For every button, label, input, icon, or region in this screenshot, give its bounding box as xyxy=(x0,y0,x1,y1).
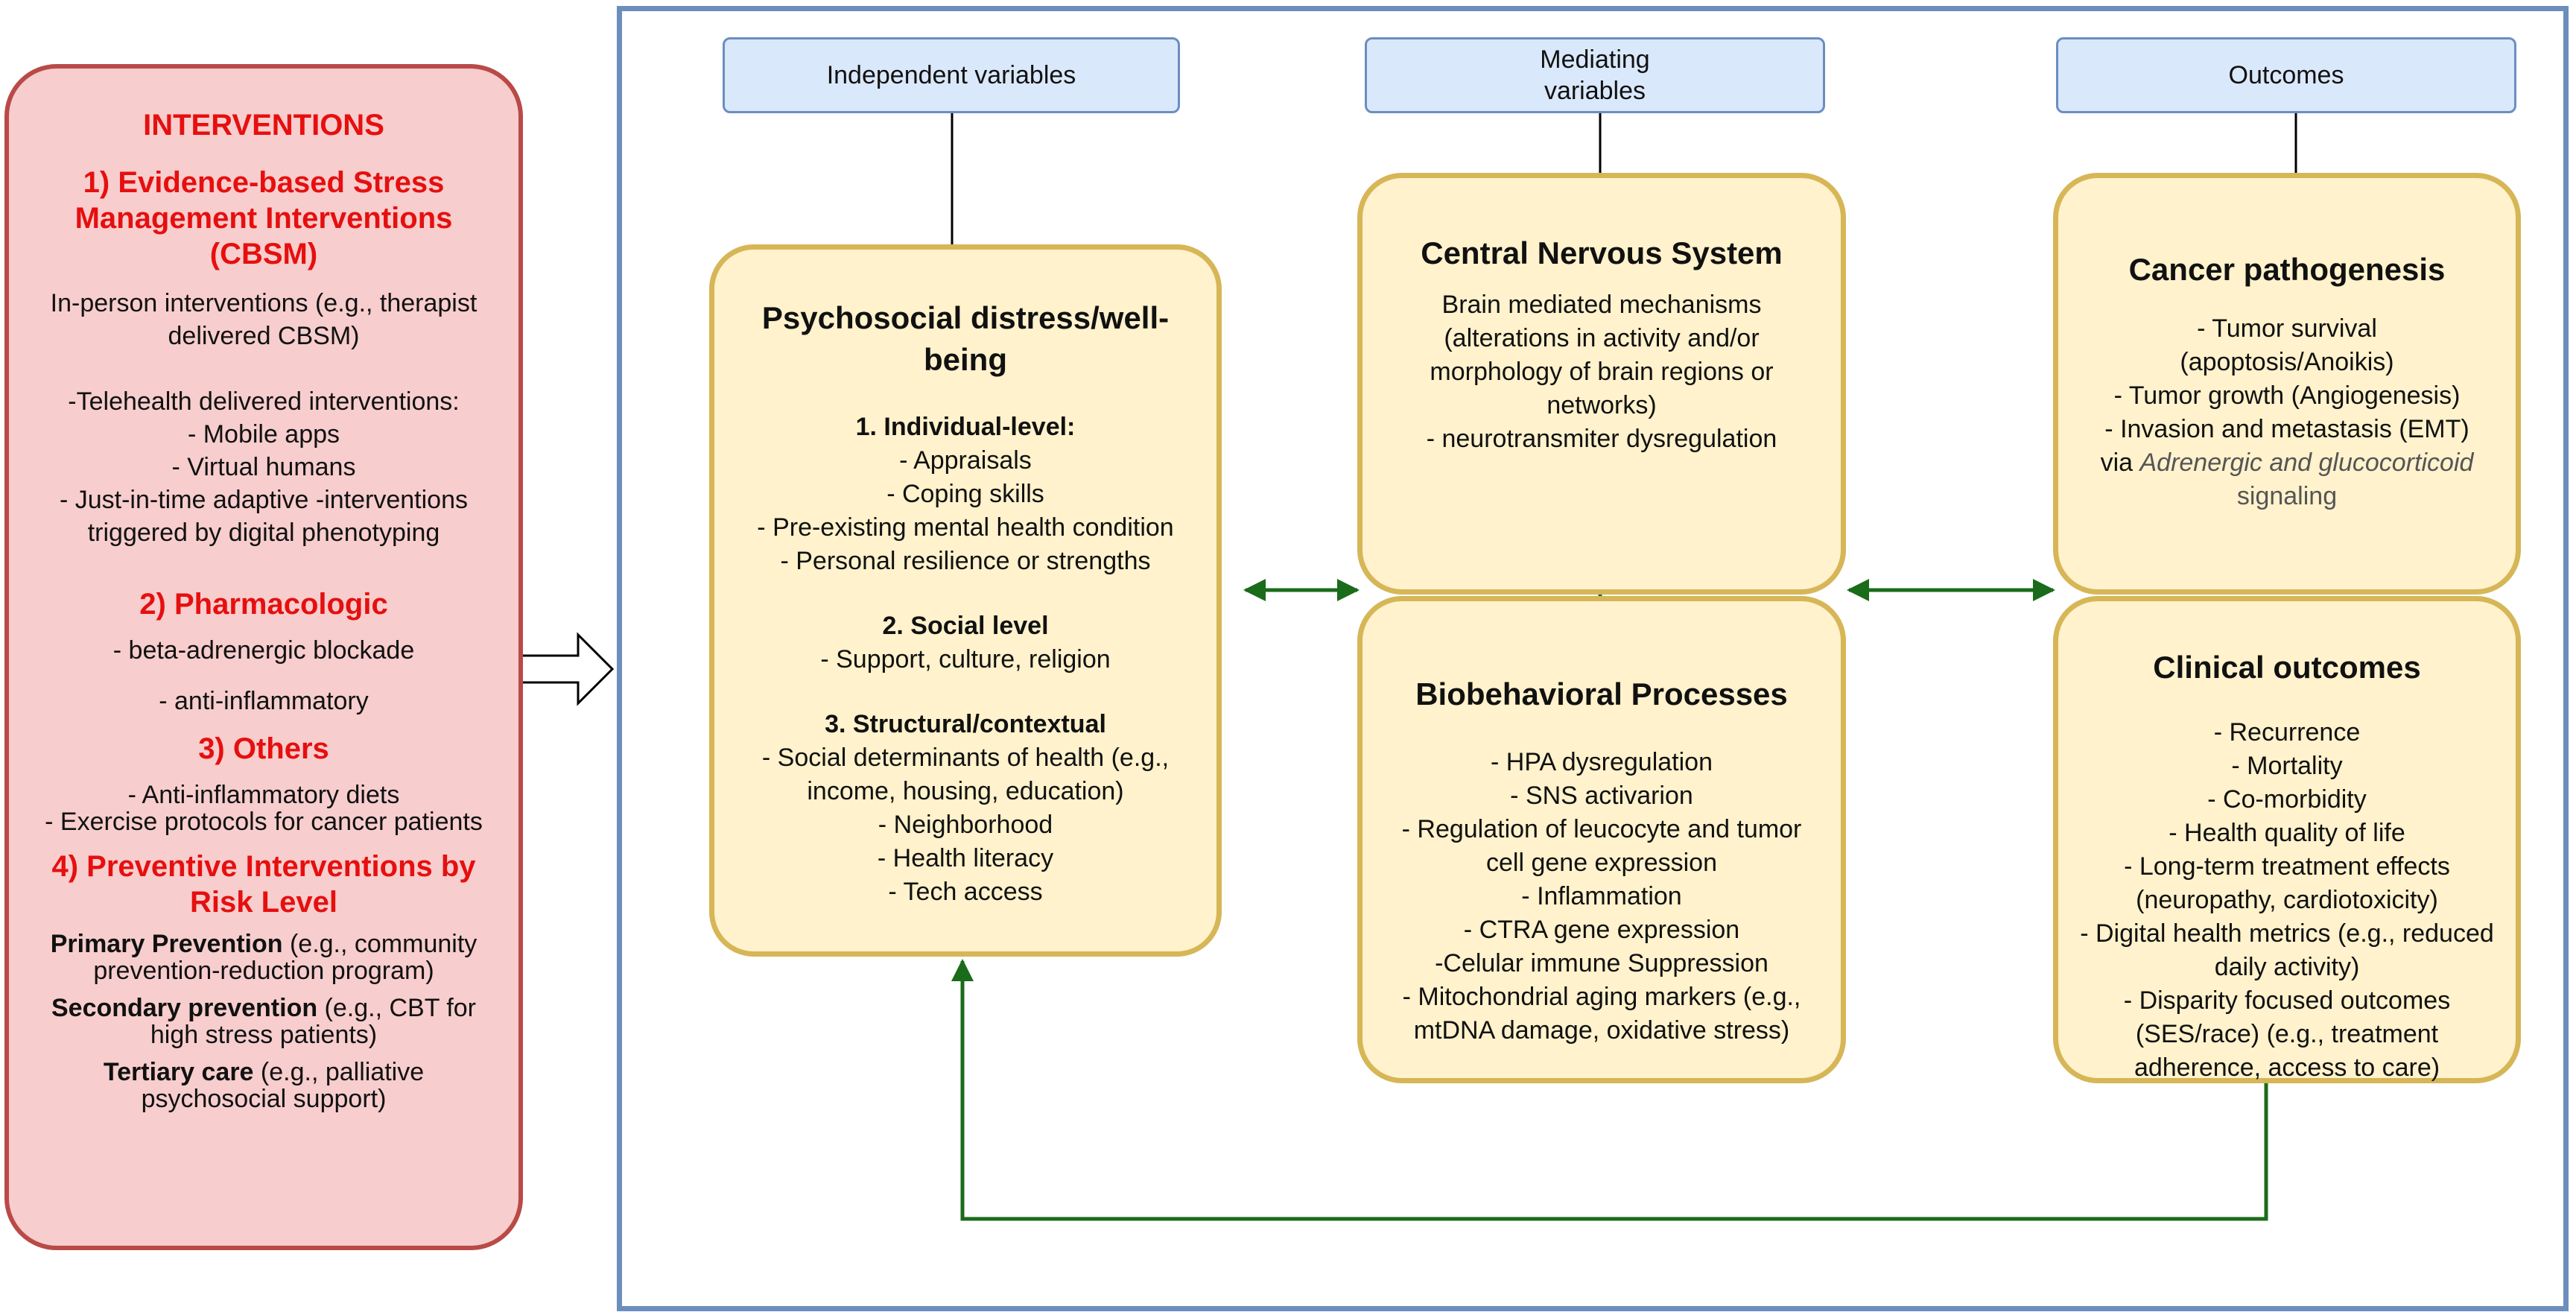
secondary-prevention-item-cont: high stress patients) xyxy=(150,1021,378,1049)
list-item: - Health quality of life xyxy=(2169,819,2405,847)
feedback-loop-arrow xyxy=(951,959,2268,1221)
list-item: via Adrenergic and glucocorticoid xyxy=(2100,449,2474,477)
list-spacer xyxy=(30,352,498,385)
list-item: - Neighborhood xyxy=(878,811,1053,839)
list-item: - Health literacy xyxy=(877,844,1054,872)
list-item: - Tumor survival xyxy=(2197,314,2377,343)
social-heading: 2. Social level xyxy=(882,612,1049,640)
list-item: - Appraisals xyxy=(899,446,1032,475)
structural-heading: 3. Structural/contextual xyxy=(825,710,1106,738)
list-item: - Long-term treatment effects xyxy=(2124,852,2450,881)
list-item: income, housing, education) xyxy=(807,777,1124,805)
list-item: - HPA dysregulation xyxy=(1491,748,1713,776)
list-item: triggered by digital phenotyping xyxy=(87,519,440,547)
list-item: - SNS activarion xyxy=(1510,782,1693,810)
list-item: - Tumor growth (Angiogenesis) xyxy=(2113,381,2461,410)
header-independent-variables: Independent variables xyxy=(723,37,1180,113)
interventions-arrow xyxy=(520,632,615,706)
list-item: - Just-in-time adaptive -interventions xyxy=(59,486,468,514)
pharmacologic-heading: 2) Pharmacologic xyxy=(139,588,388,621)
list-item: signaling xyxy=(2236,482,2338,510)
list-item: daily activity) xyxy=(2214,953,2360,981)
list-item: delivered CBSM) xyxy=(168,322,360,350)
cns-box: Central Nervous System Brain mediated me… xyxy=(1357,173,1846,595)
list-item: - Mobile apps xyxy=(187,420,340,449)
list-item: - CTRA gene expression xyxy=(1463,916,1740,944)
clinical-title: Clinical outcomes xyxy=(2153,650,2421,685)
biobehavioral-box: Biobehavioral Processes - HPA dysregulat… xyxy=(1357,596,1846,1083)
list-item: (SES/race) (e.g., treatment xyxy=(2135,1020,2439,1048)
list-item: - Social determinants of health (e.g., xyxy=(761,744,1170,772)
clinical-outcomes-box: Clinical outcomes - Recurrence - Mortali… xyxy=(2053,596,2521,1083)
list-item: - Inflammation xyxy=(1521,882,1682,910)
list-item: mtDNA damage, oxidative stress) xyxy=(1413,1016,1790,1045)
list-item: - Digital health metrics (e.g., reduced xyxy=(2080,919,2494,948)
psychosocial-title: Psychosocial distress/well- being xyxy=(761,300,1170,377)
list-item: - Support, culture, religion xyxy=(820,645,1111,674)
list-item: - Exercise protocols for cancer patients xyxy=(45,808,483,836)
list-item: networks) xyxy=(1546,391,1657,419)
secondary-prevention-item: Secondary prevention (e.g., CBT for xyxy=(51,994,476,1022)
list-item: - Coping skills xyxy=(886,480,1044,508)
list-item: In-person interventions (e.g., therapist xyxy=(50,289,478,317)
primary-prevention-item-cont: prevention-reduction program) xyxy=(93,957,434,985)
list-item: Brain mediated mechanisms xyxy=(1441,291,1762,319)
tertiary-care-item: Tertiary care (e.g., palliative xyxy=(103,1058,425,1086)
list-item: - Co-morbidity xyxy=(2207,785,2367,814)
list-item: - Mortality xyxy=(2231,752,2343,780)
psychosocial-box: Psychosocial distress/well- being 1. Ind… xyxy=(709,244,1222,957)
primary-prevention-item: Primary Prevention (e.g., community xyxy=(50,930,478,958)
cbsm-heading: 1) Evidence-based Stress Management Inte… xyxy=(74,166,453,270)
pharmacologic-list: - beta-adrenergic blockade - anti-inflam… xyxy=(30,634,498,717)
list-item: - Pre-existing mental health condition xyxy=(757,513,1174,542)
list-item: cell gene expression xyxy=(1486,849,1717,877)
list-item: - Recurrence xyxy=(2213,718,2361,747)
list-item: - Virtual humans xyxy=(171,453,356,481)
list-item: -Telehealth delivered interventions: xyxy=(68,387,460,416)
tertiary-care-item-cont: psychosocial support) xyxy=(141,1085,387,1113)
cancer-pathogenesis-box: Cancer pathogenesis - Tumor survival (ap… xyxy=(2053,173,2521,595)
interventions-title: INTERVENTIONS xyxy=(143,109,384,142)
others-list: - Anti-inflammatory diets - Exercise pro… xyxy=(30,782,498,835)
header-outcomes: Outcomes xyxy=(2056,37,2516,113)
interventions-panel: INTERVENTIONS 1) Evidence-based Stress M… xyxy=(4,64,523,1250)
biobehavioral-title: Biobehavioral Processes xyxy=(1415,676,1788,712)
header-mediating-variables: Mediating variables xyxy=(1365,37,1825,113)
list-item: - Invasion and metastasis (EMT) xyxy=(2104,415,2469,443)
list-item: - Regulation of leucocyte and tumor xyxy=(1401,815,1802,843)
list-item: morphology of brain regions or xyxy=(1430,358,1774,386)
others-heading: 3) Others xyxy=(198,732,329,765)
list-item: - Mitochondrial aging markers (e.g., xyxy=(1402,983,1801,1011)
list-item: -Celular immune Suppression xyxy=(1435,949,1768,977)
list-item: - neurotransmiter dysregulation xyxy=(1426,425,1777,453)
preventive-list: Primary Prevention (e.g., community prev… xyxy=(30,931,498,1112)
cbsm-list: In-person interventions (e.g., therapist… xyxy=(30,287,498,549)
model-frame xyxy=(617,6,2569,1311)
list-item: (alterations in activity and/or xyxy=(1444,324,1760,352)
list-item: - Anti-inflammatory diets xyxy=(127,781,400,809)
cancer-title: Cancer pathogenesis xyxy=(2128,252,2446,287)
individual-heading: 1. Individual-level: xyxy=(855,413,1076,441)
list-item: (apoptosis/Anoikis) xyxy=(2180,348,2394,376)
list-item: - Disparity focused outcomes xyxy=(2123,986,2451,1015)
preventive-heading: 4) Preventive Interventions by Risk Leve… xyxy=(51,850,476,919)
list-item: - Personal resilience or strengths xyxy=(780,547,1151,575)
list-item: - beta-adrenergic blockade xyxy=(112,636,415,665)
list-item: - Tech access xyxy=(888,878,1043,906)
cns-title: Central Nervous System xyxy=(1421,235,1783,270)
list-item: - anti-inflammatory xyxy=(159,687,369,715)
list-item: adherence, access to care) xyxy=(2134,1053,2440,1082)
list-item: (neuropathy, cardiotoxicity) xyxy=(2136,886,2438,914)
